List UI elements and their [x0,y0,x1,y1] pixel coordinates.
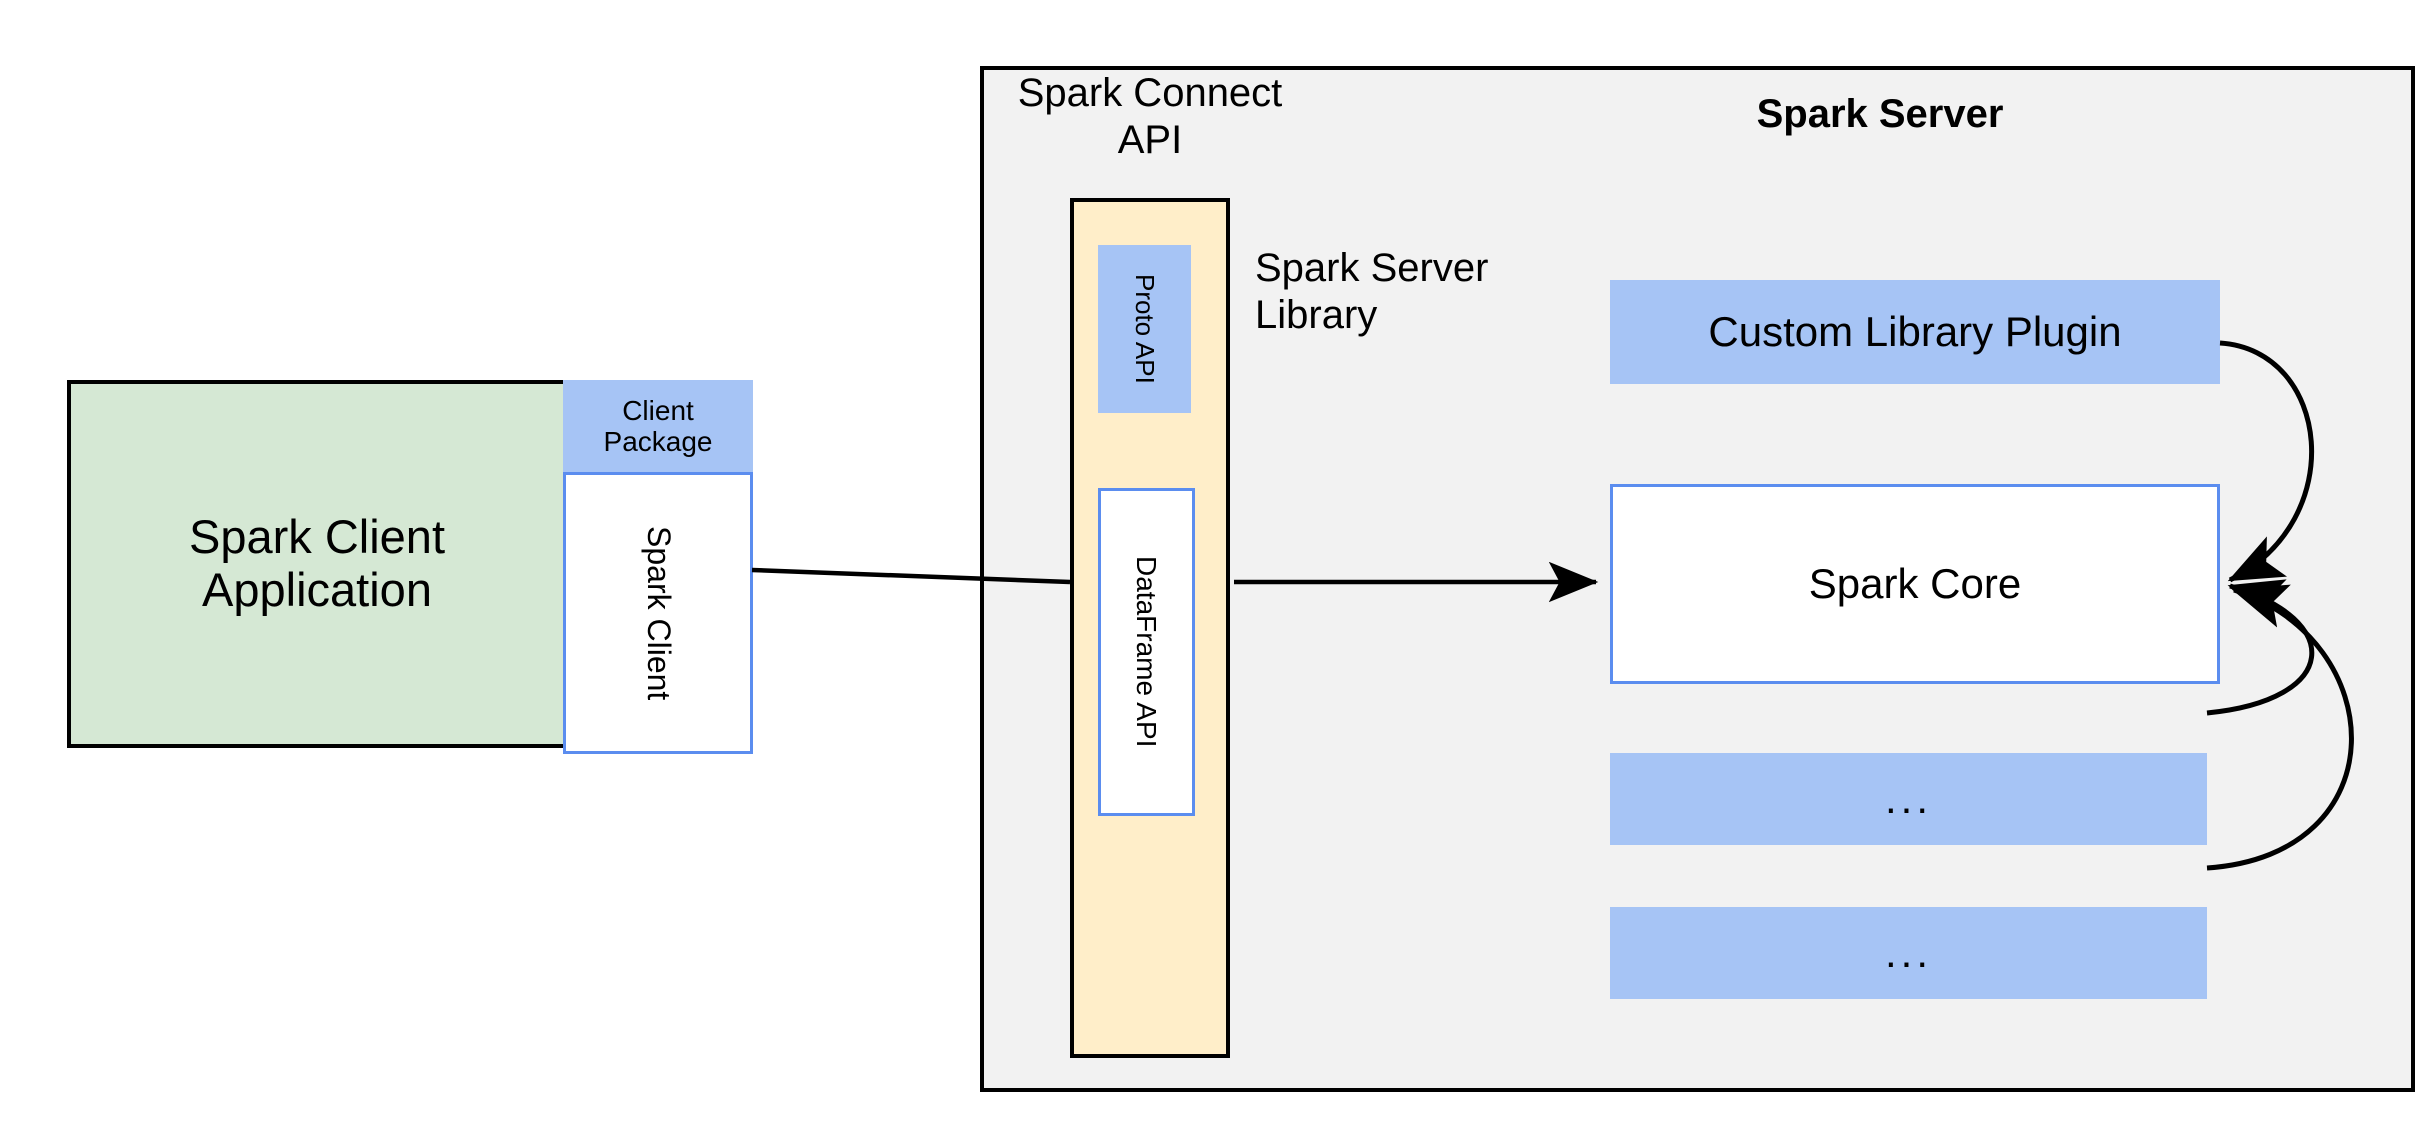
proto-api-label: Proto API [1130,274,1161,384]
client-package-box[interactable]: Client Package [563,380,753,472]
component-ellipsis-box-1[interactable]: ... [1610,753,2207,845]
spark-core-box[interactable]: Spark Core [1610,484,2220,684]
spark-client-label: Spark Client [640,525,677,701]
spark-core-label: Spark Core [1808,560,2022,608]
dataframe-api-box[interactable]: DataFrame API [1098,488,1195,816]
custom-library-plugin-label: Custom Library Plugin [1708,308,2122,356]
component-ellipsis-label-1: ... [1884,775,1932,823]
spark-server-title: Spark Server [1756,92,2004,136]
dataframe-api-label: DataFrame API [1131,556,1163,748]
component-ellipsis-label-2: ... [1884,929,1932,977]
spark-client-box[interactable]: Spark Client [563,472,753,754]
component-ellipsis-box-2[interactable]: ... [1610,907,2207,999]
spark-client-application-label: Spark Client Application [189,510,445,616]
spark-server-library-label: Spark Server Library [1255,246,1489,338]
spark-connect-api-label: Spark Connect API [1017,71,1283,163]
spark-client-application-box[interactable]: Spark Client Application [67,380,567,748]
proto-api-box[interactable]: Proto API [1098,245,1191,413]
custom-library-plugin-box[interactable]: Custom Library Plugin [1610,280,2220,384]
client-package-label: Client Package [603,394,713,457]
